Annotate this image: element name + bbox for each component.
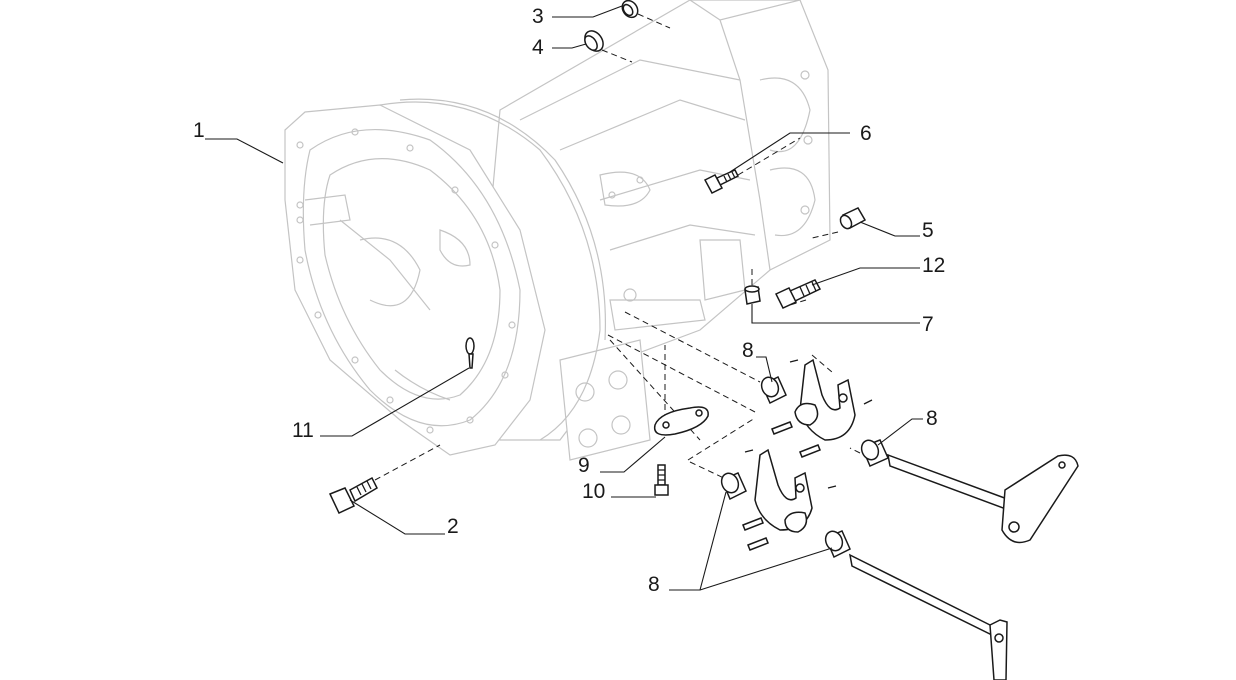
plug-part-7 (744, 285, 761, 305)
shift-rail-upper (887, 453, 1079, 544)
screw-part-10 (654, 464, 669, 496)
cover-plate-part-9 (653, 406, 709, 436)
bushing-part-8-d (824, 530, 851, 559)
roll-pins (742, 359, 873, 551)
callout-2: 2 (447, 515, 459, 538)
shift-fork-lower (754, 448, 813, 533)
o-ring-part-3 (621, 0, 639, 19)
breather-part-11 (465, 337, 475, 369)
transmission-housing (284, 0, 831, 461)
callout-8-upper-right: 8 (926, 407, 938, 430)
callout-7: 7 (922, 313, 934, 336)
seal-ring-part-4 (584, 30, 604, 52)
bushing-part-8-b (860, 439, 889, 467)
callout-8-upper-left: 8 (742, 339, 754, 362)
callout-10: 10 (582, 480, 605, 503)
leader-lines (205, 5, 923, 591)
bolt-part-6 (703, 169, 740, 194)
bushing-part-8-c (720, 472, 747, 501)
shift-rail-lower (848, 553, 1008, 680)
callout-1: 1 (193, 119, 205, 142)
shift-fork-upper (794, 358, 856, 441)
callout-12: 12 (922, 254, 945, 277)
callout-8-lower: 8 (648, 573, 660, 596)
callout-6: 6 (860, 122, 872, 145)
bolt-part-2 (328, 476, 378, 514)
dowel-pin-part-5 (839, 207, 867, 230)
callout-labels: 1 2 3 4 5 6 7 8 8 8 9 10 11 12 (193, 5, 945, 596)
bushing-part-8-a (760, 375, 787, 405)
callout-5: 5 (922, 219, 934, 242)
callout-9: 9 (578, 454, 590, 477)
callout-11: 11 (292, 419, 314, 442)
callout-4: 4 (532, 36, 544, 59)
callout-3: 3 (532, 5, 544, 28)
